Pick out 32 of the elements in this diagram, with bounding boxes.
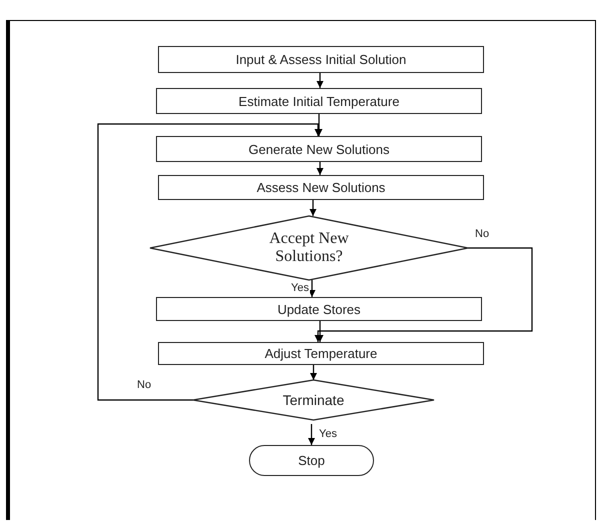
node-label: Accept New Solutions? (268, 230, 350, 266)
node-label: Adjust Temperature (264, 346, 378, 361)
edge-label: Yes (290, 282, 310, 294)
node-label: Input & Assess Initial Solution (236, 52, 406, 67)
node-label: Terminate (282, 392, 344, 408)
decision-diamond (193, 380, 434, 420)
node-label: Assess New Solutions (256, 180, 386, 195)
edge-label: No (136, 379, 152, 391)
process-box (156, 136, 482, 162)
process-box (156, 88, 482, 114)
decision-diamond (150, 216, 468, 280)
process-box (156, 297, 482, 321)
arrow (316, 114, 322, 136)
edge-label: Yes (318, 428, 338, 440)
arrow (97, 123, 322, 401)
edge-label: No (474, 228, 490, 240)
node-label: Stop (298, 453, 325, 468)
arrow (316, 162, 324, 175)
process-box (158, 175, 484, 200)
process-box (158, 46, 484, 73)
node-label: Generate New Solutions (248, 142, 390, 156)
arrow (316, 321, 324, 342)
arrow (310, 200, 316, 216)
arrow (316, 73, 324, 88)
node-label: Estimate Initial Temperature (238, 94, 400, 108)
arrow (314, 247, 533, 342)
arrow (308, 424, 315, 445)
node-label: Update Stores (277, 302, 361, 316)
arrow (308, 280, 316, 297)
process-box (158, 342, 484, 365)
terminal-box (249, 445, 374, 476)
arrow (310, 365, 317, 380)
